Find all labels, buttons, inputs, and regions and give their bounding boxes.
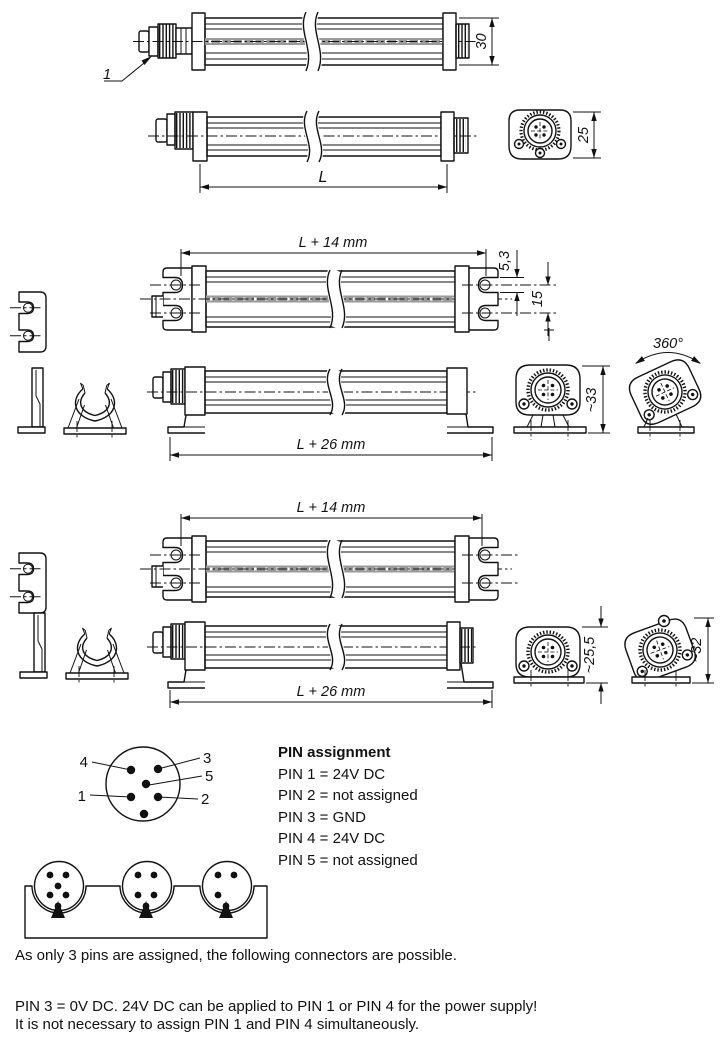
pin-assignment-row: PIN 5 = not assigned [278, 851, 418, 869]
pin-assignment-row: PIN 2 = not assigned [278, 787, 418, 805]
pin-label-5: 5 [205, 768, 213, 785]
connector-4-pin [134, 871, 158, 918]
variant-a-end-view-rotated: 360° [623, 336, 707, 440]
dim-label-30: 30 [474, 33, 490, 49]
dimension-L26-a: L + 26 mm [169, 437, 493, 461]
pin-label-4: 4 [80, 754, 88, 771]
dim-label-25: 25 [576, 126, 592, 144]
dimension-slot-5-3: 5,3 [497, 250, 558, 316]
variant-b: L + 14 mm L + 26 mm ~25,5 ~ [9, 500, 714, 708]
power-supply-note-line2: It is not necessary to assign PIN 1 and … [15, 1015, 420, 1033]
pin-diagram: 4 3 5 1 2 [78, 746, 213, 822]
variant-b-end-view: ~25,5 [513, 606, 608, 704]
connector-5-pin [46, 871, 70, 918]
connectors-note: As only 3 pins are assigned, the followi… [15, 947, 457, 964]
dimension-slot-distance-15: 15 [530, 262, 551, 336]
pin-label-2: 2 [201, 791, 209, 808]
dim-label-360: 360° [653, 336, 683, 352]
dim-label-L14-a: L + 14 mm [299, 235, 368, 251]
dimension-L14-b: L + 14 mm [180, 500, 483, 546]
pin-assignment-title: PIN assignment [278, 744, 391, 761]
dimension-L14-a: L + 14 mm [180, 235, 487, 276]
power-supply-note: PIN 3 = 0V DC. 24V DC can be applied to … [15, 998, 537, 1033]
pin-assignment-row: PIN 1 = 24V DC [278, 765, 386, 783]
dim-label-L14-b: L + 14 mm [297, 500, 366, 516]
pin-assignment-row: PIN 4 = 24V DC [278, 830, 386, 848]
dimension-30: 30 [459, 17, 499, 66]
connector-3-pin [214, 871, 238, 918]
variant-a-end-view: ~33 [513, 328, 610, 440]
dim-label-32: ~32 [689, 638, 705, 663]
pin-label-3: 3 [203, 750, 211, 767]
lamp-overview-bottom-view: L [148, 107, 477, 193]
pin-label-1: 1 [78, 788, 86, 805]
dimension-L26-b: L + 26 mm [169, 684, 493, 708]
dim-label-25-5: ~25,5 [582, 636, 598, 674]
lamp-end-view-25: 25 [508, 109, 601, 160]
dim-label-33: ~33 [584, 388, 600, 413]
callout-1-label: 1 [103, 67, 111, 83]
pin-assignment-row: PIN 3 = GND [278, 808, 366, 826]
dim-label-L26-a: L + 26 mm [297, 437, 366, 453]
variant-a: L + 14 mm 5,3 15 L + 26 mm [9, 235, 707, 461]
dim-label-15: 15 [530, 290, 546, 307]
possible-connectors-drawing [24, 860, 268, 939]
pin-assignment-block: PIN assignment PIN 1 = 24V DC PIN 2 = no… [278, 742, 418, 872]
lamp-overview-side-view: 1 30 [103, 8, 499, 83]
dim-label-5-3: 5,3 [497, 251, 513, 271]
variant-b-end-view-rotated: ~32 [619, 613, 714, 689]
dimension-25: 25 [573, 111, 601, 159]
dim-label-L: L [319, 169, 328, 186]
dim-label-L26-b: L + 26 mm [297, 684, 366, 700]
power-supply-note-line1: PIN 3 = 0V DC. 24V DC can be applied to … [15, 998, 538, 1015]
dimension-L: L [199, 164, 448, 193]
